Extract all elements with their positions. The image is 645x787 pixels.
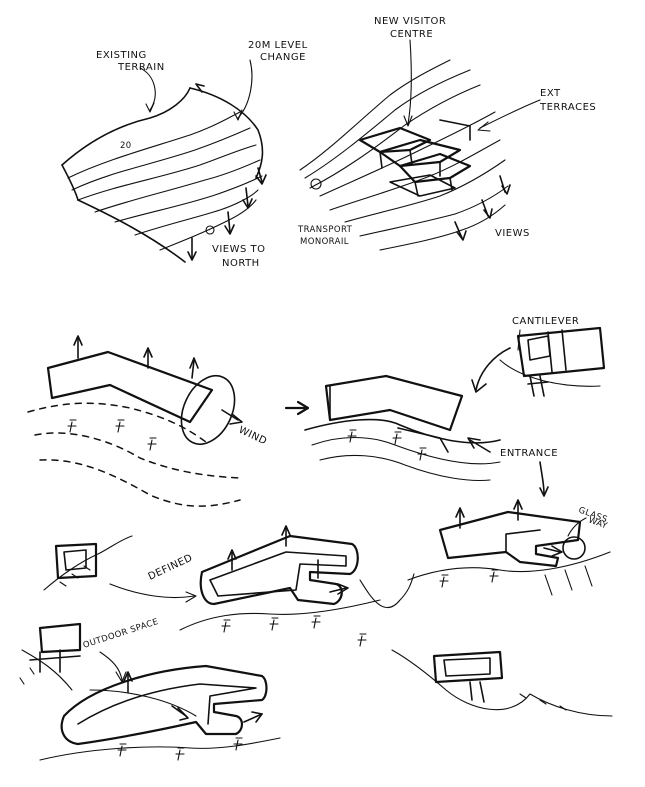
outdoor-space-sketch: OUTDOOR SPACE <box>19 617 281 761</box>
entrance-label: ENTRANCE <box>500 448 558 459</box>
views-north-label-line2: NORTH <box>222 258 260 269</box>
wind-label: WIND <box>237 425 269 448</box>
progression-arrow <box>284 400 310 416</box>
defined-sketch: DEFINED <box>43 525 415 647</box>
visitor-centre-label-line2: CENTRE <box>390 29 433 40</box>
level-change-label-line1: 20M LEVEL <box>248 40 308 51</box>
wind-form-sketch: WIND <box>27 335 269 507</box>
cantilever-label: CANTILEVER <box>512 316 579 327</box>
level-change-label-line2: CHANGE <box>260 52 306 63</box>
terraces-label-line1: EXT <box>540 88 561 99</box>
terraces-label-line2: TERRACES <box>539 102 596 113</box>
cantilever-sketch: CANTILEVER ENTRANCE <box>304 316 606 497</box>
hillside-building-sketch <box>391 649 613 717</box>
visitor-centre-label-line1: NEW VISITOR <box>374 16 446 27</box>
glass-way-sketch: GLASS WAY <box>407 499 611 596</box>
defined-label: DEFINED <box>147 553 195 583</box>
existing-terrain-label-line1: EXISTING <box>96 50 147 61</box>
existing-terrain-label-line2: TERRAIN <box>117 62 165 73</box>
views-north-label-line1: VIEWS TO <box>212 244 266 255</box>
existing-terrain-sketch: EXISTING TERRAIN 20M LEVEL CHANGE 20 VIE… <box>61 40 308 269</box>
outdoor-space-label: OUTDOOR SPACE <box>82 617 160 651</box>
visitor-centre-sketch: NEW VISITOR CENTRE EXT TERRACES TRANSPOR… <box>297 16 596 251</box>
monorail-label-line1: TRANSPORT <box>297 225 353 235</box>
contour-value-label: 20 <box>120 141 132 151</box>
views-label: VIEWS <box>495 228 530 239</box>
monorail-label-line2: MONORAIL <box>300 237 349 247</box>
